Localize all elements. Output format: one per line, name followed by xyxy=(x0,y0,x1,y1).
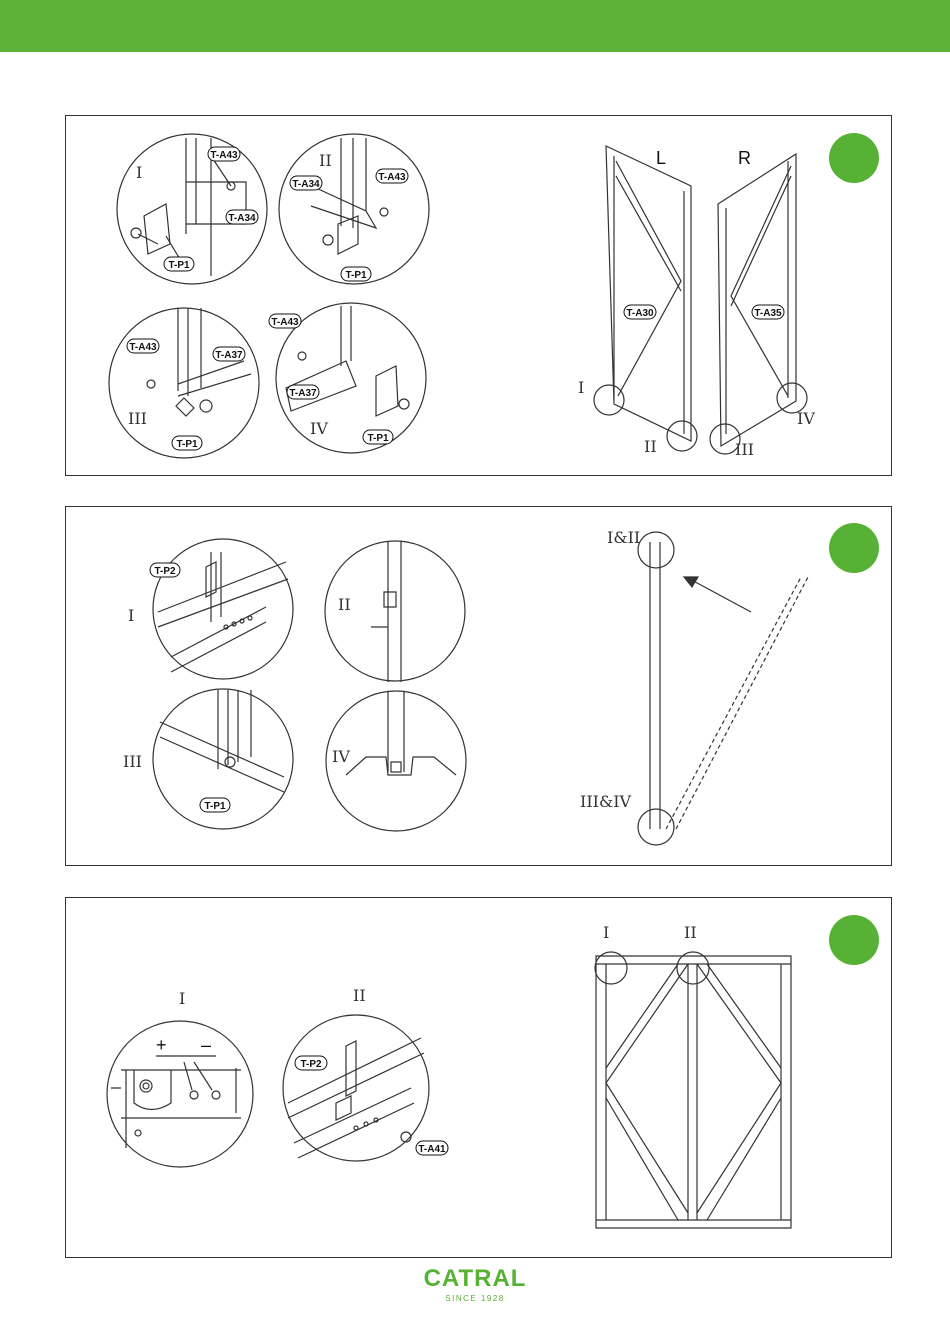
detail-label-III: III xyxy=(123,752,142,771)
tag-label: T-A35 xyxy=(754,308,782,319)
left-frame-label: L xyxy=(656,148,666,168)
tag-label: T-A43 xyxy=(378,172,406,183)
tag-label: T-P1 xyxy=(367,433,389,444)
tag-label: T-A41 xyxy=(418,1144,446,1155)
step-3-illustration: + – T-P2 T-A41 I II I II xyxy=(66,898,891,1257)
tag-label: T-A37 xyxy=(289,388,317,399)
step-panel-1: T-A43 T-A34 T-P1 T-A34 T-A43 T-P1 T-A43 … xyxy=(65,115,892,476)
detail-label-I: I xyxy=(128,606,134,625)
callout-label: I xyxy=(603,923,609,942)
tag-label: T-A30 xyxy=(626,308,654,319)
callout-label: II xyxy=(684,923,697,942)
detail-circle-I xyxy=(107,1021,253,1167)
detail-label-IV: IV xyxy=(332,747,350,766)
tag-label: T-A37 xyxy=(215,350,243,361)
step-2-illustration: T-P2 T-P1 I II III IV I&II III&IV xyxy=(66,507,891,865)
callout-label: I&II xyxy=(607,528,640,547)
detail-circle-I xyxy=(153,539,293,679)
tag-label: T-P1 xyxy=(176,439,198,450)
brand-logo: CATRAL xyxy=(0,1265,950,1293)
detail-label-I: I xyxy=(179,989,185,1008)
tag-label: T-P2 xyxy=(154,566,176,577)
callout-label: I xyxy=(578,378,584,397)
tag-label: T-P1 xyxy=(345,270,367,281)
tag-label: T-A34 xyxy=(292,179,320,190)
tag-label: T-A43 xyxy=(210,150,238,161)
adjust-minus: – xyxy=(201,1035,211,1055)
tag-label: T-A43 xyxy=(129,342,157,353)
step-panel-2: T-P2 T-P1 I II III IV I&II III&IV xyxy=(65,506,892,866)
detail-label-IV: IV xyxy=(310,419,328,438)
adjust-plus: + xyxy=(156,1035,167,1055)
detail-label-II: II xyxy=(319,151,332,170)
header-bar xyxy=(0,0,950,52)
callout-label: II xyxy=(644,437,657,456)
detail-label-II: II xyxy=(353,986,366,1005)
detail-label-I: I xyxy=(136,163,142,182)
brand-tagline: SINCE 1928 xyxy=(0,1294,950,1303)
step-1-illustration: T-A43 T-A34 T-P1 T-A34 T-A43 T-P1 T-A43 … xyxy=(66,116,891,475)
brand-footer: CATRAL SINCE 1928 xyxy=(0,1265,950,1303)
detail-label-II: II xyxy=(338,595,351,614)
step-marker-dot xyxy=(829,133,879,183)
step-marker-dot xyxy=(829,915,879,965)
callout-label: IV xyxy=(797,409,815,428)
callout-label: III&IV xyxy=(580,792,632,811)
detail-circle-II xyxy=(279,134,429,284)
step-panel-3: + – T-P2 T-A41 I II I II xyxy=(65,897,892,1258)
tag-label: T-A43 xyxy=(271,317,299,328)
detail-label-III: III xyxy=(128,409,147,428)
tag-label: T-A34 xyxy=(228,213,256,224)
step-marker-dot xyxy=(829,523,879,573)
tag-label: T-P1 xyxy=(204,801,226,812)
right-frame-label: R xyxy=(738,148,751,168)
callout-label: III xyxy=(735,440,754,459)
tag-label: T-P2 xyxy=(300,1059,322,1070)
tag-label: T-P1 xyxy=(168,260,190,271)
